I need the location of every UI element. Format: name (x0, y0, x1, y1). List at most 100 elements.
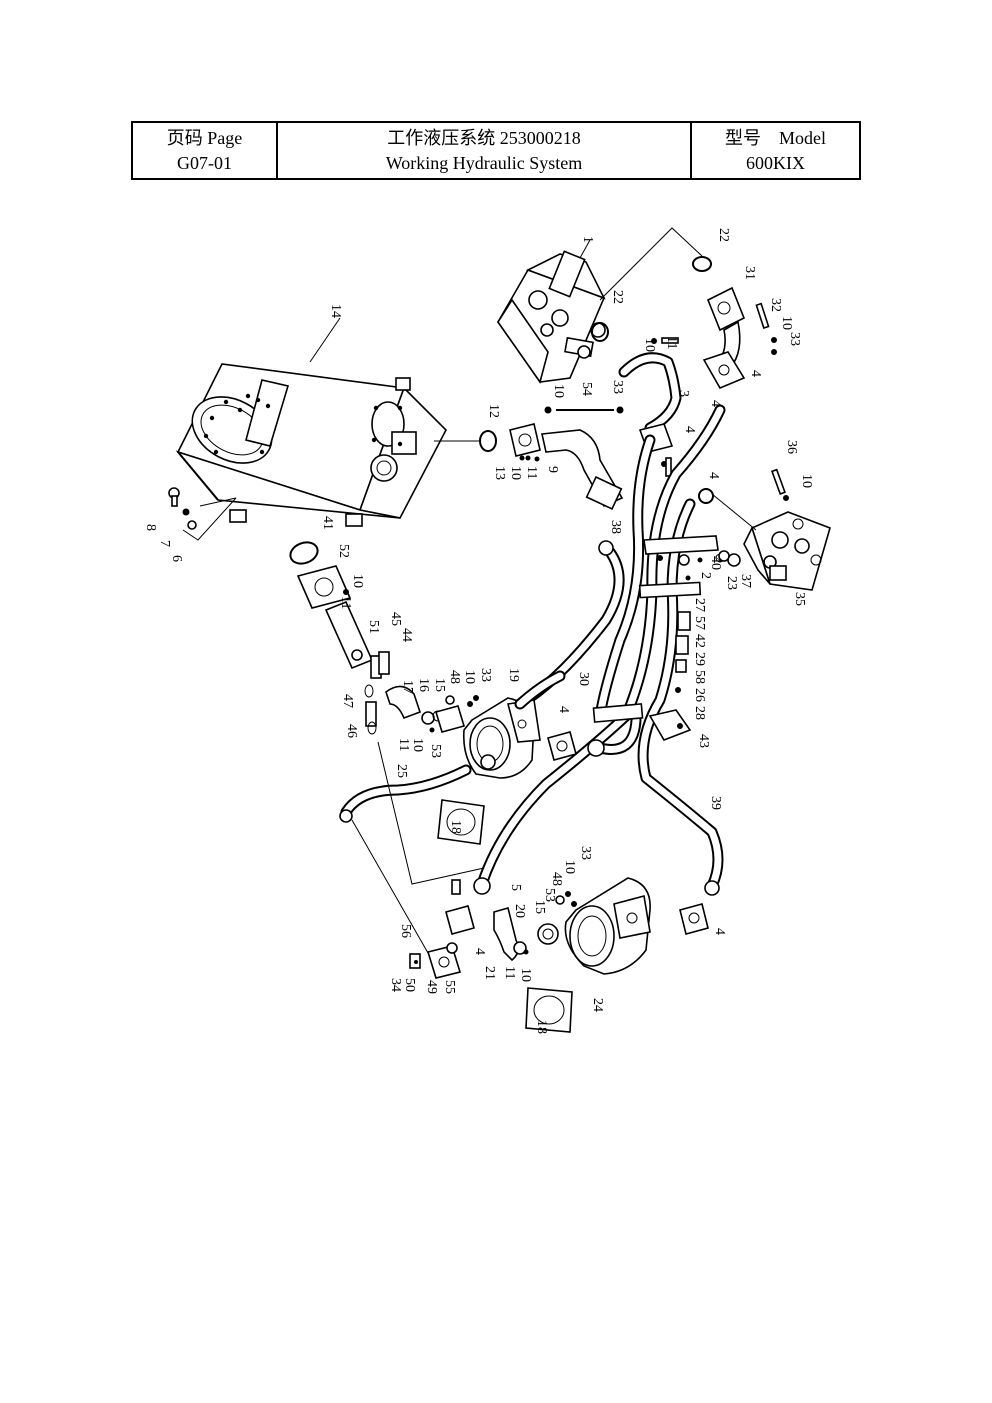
callout-10: 10 (462, 670, 477, 684)
callout-28: 28 (692, 706, 707, 720)
callout-33: 33 (578, 846, 593, 860)
callout-15: 15 (432, 678, 447, 692)
model-label: 型号 Model (725, 127, 826, 148)
hydraulic-tank (175, 363, 447, 541)
title-cell: 工作液压系统 253000218 Working Hydraulic Syste… (276, 123, 690, 178)
callout-10: 10 (551, 384, 566, 398)
callout-16: 16 (416, 678, 431, 692)
callout-4: 4 (748, 370, 763, 377)
callout-4: 4 (712, 928, 727, 935)
callout-10: 10 (508, 466, 523, 480)
callout-11: 11 (664, 336, 679, 349)
callout-20: 20 (512, 904, 527, 918)
leader-14 (309, 317, 341, 363)
callout-32: 32 (768, 298, 783, 312)
callout-37: 37 (738, 574, 753, 588)
callout-33: 33 (787, 332, 802, 346)
callout-3: 3 (676, 390, 691, 397)
callout-54: 54 (579, 382, 594, 396)
callout-4: 4 (682, 426, 697, 433)
callout-25: 25 (394, 764, 409, 778)
outlet-pipe-9 (479, 423, 624, 510)
title-chinese: 工作液压系统 253000218 (387, 127, 581, 148)
callout-51: 51 (366, 620, 381, 634)
callout-27: 27 (692, 598, 707, 612)
callout-14: 14 (328, 304, 343, 318)
callout-5: 5 (508, 884, 523, 891)
callout-31: 31 (742, 266, 757, 280)
callout-49: 49 (424, 980, 439, 994)
callout-4: 4 (472, 948, 487, 955)
callout-45: 45 (388, 612, 403, 626)
callout-12: 12 (486, 404, 501, 418)
callout-26: 26 (692, 688, 707, 702)
callout-55: 55 (442, 980, 457, 994)
callout-10: 10 (350, 574, 365, 588)
callout-11: 11 (338, 596, 353, 609)
callout-41: 41 (320, 516, 335, 530)
callout-29: 29 (692, 652, 707, 666)
suction-pipe-assembly (289, 541, 444, 735)
callout-56: 56 (398, 924, 413, 938)
leader-1 (579, 239, 591, 259)
callout-10: 10 (410, 738, 425, 752)
callout-43: 43 (696, 734, 711, 748)
callout-6: 6 (169, 555, 184, 562)
callout-10: 10 (642, 338, 657, 352)
callout-52: 52 (336, 544, 351, 558)
callout-46: 46 (344, 724, 359, 738)
page-cell: 页码 Page G07-01 (133, 123, 276, 178)
callout-48: 48 (549, 872, 564, 886)
multi-way-valve (497, 250, 606, 384)
callout-24: 24 (590, 998, 605, 1012)
bolts-6-7-8 (168, 487, 197, 530)
callout-21: 21 (482, 966, 497, 980)
callout-44: 44 (399, 628, 414, 642)
callout-35: 35 (792, 592, 807, 606)
callout-4: 4 (708, 400, 723, 407)
leader-22-a (599, 227, 703, 301)
callout-10: 10 (779, 316, 794, 330)
callout-53: 53 (542, 888, 557, 902)
callout-4: 4 (706, 472, 721, 479)
callout-numbers: 1 22 22 31 32 10 33 4 14 11 10 54 33 10 … (143, 228, 814, 1034)
leader-pilot (711, 493, 757, 531)
callout-50: 50 (402, 978, 417, 992)
callout-40: 40 (708, 556, 723, 570)
callout-7: 7 (157, 540, 172, 547)
callout-10: 10 (518, 968, 533, 982)
callout-17: 17 (400, 680, 415, 694)
page-number: G07-01 (177, 152, 232, 173)
callout-1: 1 (580, 236, 595, 243)
steering-pump (493, 877, 709, 1033)
callout-4: 4 (556, 706, 571, 713)
pump-lines (339, 670, 566, 961)
callout-15: 15 (532, 900, 547, 914)
callout-30: 30 (576, 672, 591, 686)
callout-47: 47 (340, 694, 355, 708)
model-value: 600KIX (746, 152, 805, 173)
callout-53: 53 (428, 744, 443, 758)
header-table: 页码 Page G07-01 工作液压系统 253000218 Working … (131, 121, 861, 180)
callout-10: 10 (562, 860, 577, 874)
callout-19: 19 (506, 668, 521, 682)
working-pump (434, 695, 577, 845)
callout-13: 13 (492, 466, 507, 480)
callout-10: 10 (799, 474, 814, 488)
callout-22: 22 (610, 290, 625, 304)
o-ring-22 (591, 322, 609, 342)
callout-58: 58 (692, 670, 707, 684)
callout-23: 23 (724, 576, 739, 590)
callout-34: 34 (388, 978, 403, 992)
callout-9: 9 (545, 466, 560, 473)
connector-block (692, 256, 777, 390)
check-valve-block (409, 879, 475, 979)
pipe-3 (544, 337, 682, 477)
callout-38: 38 (608, 520, 623, 534)
page-label: 页码 Page (166, 127, 243, 148)
callout-42: 42 (692, 634, 707, 648)
callout-11: 11 (396, 738, 411, 751)
callout-11: 11 (524, 466, 539, 479)
callout-2: 2 (698, 572, 713, 579)
